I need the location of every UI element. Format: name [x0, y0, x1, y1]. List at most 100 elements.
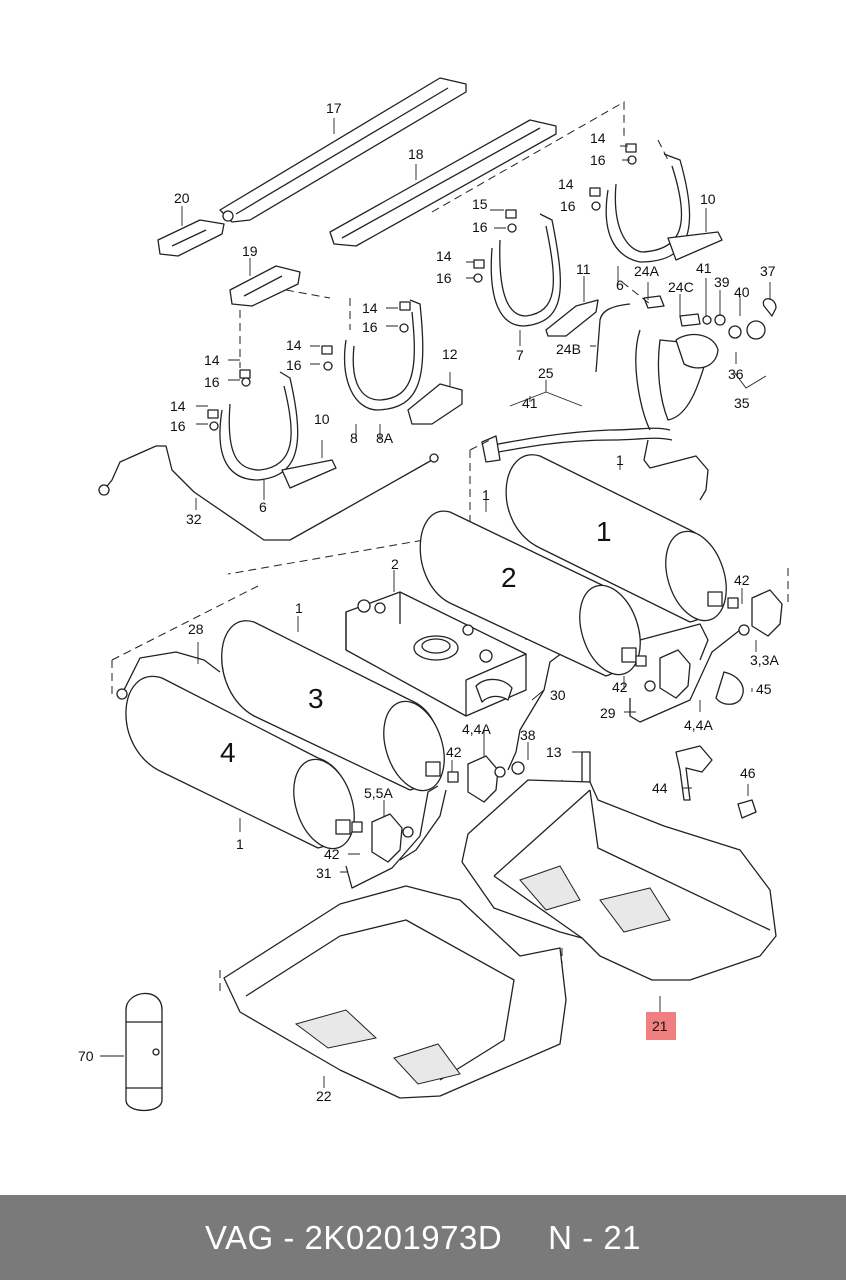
label-14: 14: [590, 130, 606, 146]
label-16: 16: [286, 357, 302, 373]
label-32: 32: [186, 511, 202, 527]
label-45: 45: [756, 681, 772, 697]
part-number-footer: VAG - 2K0201973D N - 21: [0, 1195, 846, 1280]
parts-exploded-diagram: .p { fill: none; stroke: #222; stroke-wi…: [78, 77, 789, 1112]
label-5-5A: 5,5A: [364, 785, 393, 801]
label-17: 17: [326, 100, 342, 116]
valve-3-3A: [727, 589, 783, 637]
label-41: 41: [696, 260, 712, 276]
label-6: 6: [259, 499, 267, 515]
label-24C: 24C: [668, 279, 694, 295]
label-42: 42: [734, 572, 750, 588]
label-14: 14: [436, 248, 452, 264]
underbody-shield-22: [223, 885, 567, 1099]
tank-number-3: 3: [308, 683, 324, 714]
label-15: 15: [472, 196, 488, 212]
pipe-30: [507, 649, 567, 771]
label-28: 28: [188, 621, 204, 637]
strap-6-right: [605, 153, 723, 263]
label-16: 16: [204, 374, 220, 390]
pipe-32: [103, 445, 433, 541]
label-25: 25: [538, 365, 554, 381]
label-31: 31: [316, 865, 332, 881]
valve-4-4A-left: [447, 755, 506, 803]
label-10: 10: [314, 411, 330, 427]
label-1: 1: [482, 487, 490, 503]
label-36: 36: [728, 366, 744, 382]
label-2: 2: [391, 556, 399, 572]
label-14: 14: [558, 176, 574, 192]
rail-18: [329, 119, 557, 247]
underbody-shield-21: [461, 779, 777, 981]
label-41: 41: [522, 395, 538, 411]
valve-4-4A-right: [635, 649, 691, 699]
bracket-20: [157, 219, 225, 257]
tank-number-1: 1: [596, 516, 612, 547]
label-20: 20: [174, 190, 190, 206]
bracket-19: [229, 265, 301, 307]
label-7: 7: [516, 347, 524, 363]
pipe-25: [487, 427, 671, 447]
tank-number-4: 4: [220, 737, 236, 768]
label-24B: 24B: [556, 341, 581, 357]
label-30: 30: [550, 687, 566, 703]
strap-6-left: [219, 371, 337, 489]
pipe-28: [121, 651, 221, 695]
label-44: 44: [652, 780, 668, 796]
highlight-box-21: [646, 1012, 676, 1040]
label-18: 18: [408, 146, 424, 162]
label-38: 38: [520, 727, 536, 743]
strap-8: [344, 299, 424, 411]
label-42: 42: [446, 744, 462, 760]
rail-17: [219, 77, 467, 223]
label-24A: 24A: [634, 263, 660, 279]
callout-labels: 17 18 20 19 14 16 14 16 10 15 16 14 16 1…: [78, 100, 779, 1104]
label-14: 14: [170, 398, 186, 414]
label-16: 16: [472, 219, 488, 235]
leader-lines: [100, 118, 771, 1088]
gas-cylinder-1: [505, 454, 727, 623]
bracket-12: [407, 383, 463, 425]
label-3-3A: 3,3A: [750, 652, 779, 668]
label-70: 70: [78, 1048, 94, 1064]
label-1: 1: [236, 836, 244, 852]
label-16: 16: [170, 418, 186, 434]
label-29: 29: [600, 705, 616, 721]
label-46: 46: [740, 765, 756, 781]
tank-module-2: [345, 591, 527, 717]
label-42: 42: [324, 846, 340, 862]
label-13: 13: [546, 744, 562, 760]
label-6: 6: [616, 277, 624, 293]
strap-7: [490, 213, 561, 327]
label-4-4A: 4,4A: [462, 721, 491, 737]
label-1: 1: [295, 600, 303, 616]
label-16: 16: [436, 270, 452, 286]
nut-hardware: [207, 143, 637, 431]
small-fittings: [511, 671, 757, 819]
spray-can-70: [125, 992, 163, 1112]
reference-number-text: N - 21: [548, 1218, 642, 1256]
valve-5-5A: [351, 813, 414, 863]
label-8: 8: [350, 430, 358, 446]
label-8A: 8A: [376, 430, 394, 446]
label-42: 42: [612, 679, 628, 695]
label-19: 19: [242, 243, 258, 259]
pipe-31: [345, 785, 439, 889]
gas-cylinder-3: [221, 620, 445, 792]
pipe-29: [629, 629, 741, 723]
label-10: 10: [700, 191, 716, 207]
label-14: 14: [362, 300, 378, 316]
filler-assembly: [595, 295, 777, 431]
gas-cylinder-4: [125, 675, 355, 850]
label-4-4A: 4,4A: [684, 717, 713, 733]
part-number-text: VAG - 2K0201973D: [204, 1218, 503, 1256]
label-16: 16: [362, 319, 378, 335]
tank-number-2: 2: [501, 562, 517, 593]
label-22: 22: [316, 1088, 332, 1104]
label-21: 21: [652, 1018, 668, 1034]
bracket-11: [545, 299, 599, 337]
label-37: 37: [760, 263, 776, 279]
label-14: 14: [204, 352, 220, 368]
gas-cylinder-2: [419, 510, 641, 677]
label-14: 14: [286, 337, 302, 353]
